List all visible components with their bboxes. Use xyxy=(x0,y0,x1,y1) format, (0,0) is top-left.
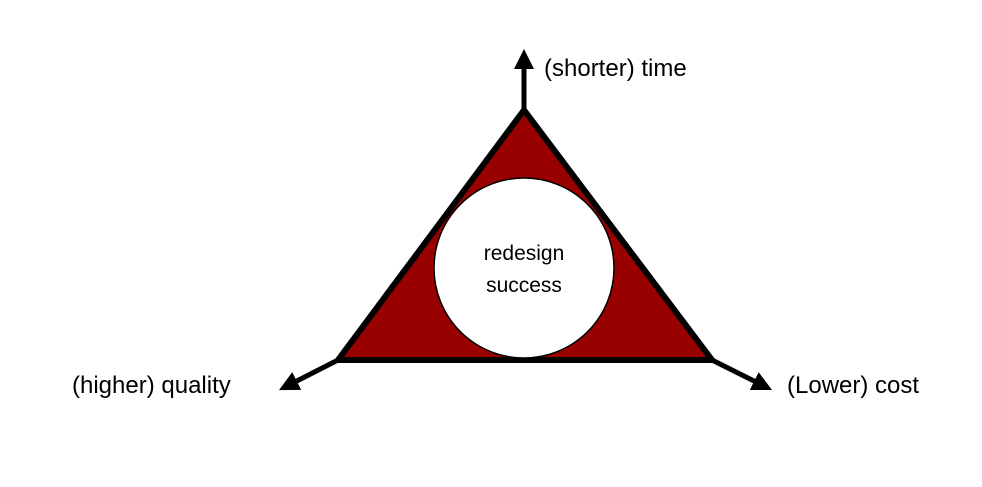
label-quality: (higher) quality xyxy=(72,372,231,399)
center-label: redesign success xyxy=(454,238,594,302)
label-cost: (Lower) cost xyxy=(787,372,920,399)
center-circle xyxy=(433,177,615,359)
label-time: (shorter) time xyxy=(544,55,687,82)
arrow-right-cost xyxy=(710,357,773,391)
center-label-line2: success xyxy=(486,274,562,297)
center-label-line1: redesign xyxy=(483,242,565,265)
arrow-left-quality xyxy=(278,357,340,391)
